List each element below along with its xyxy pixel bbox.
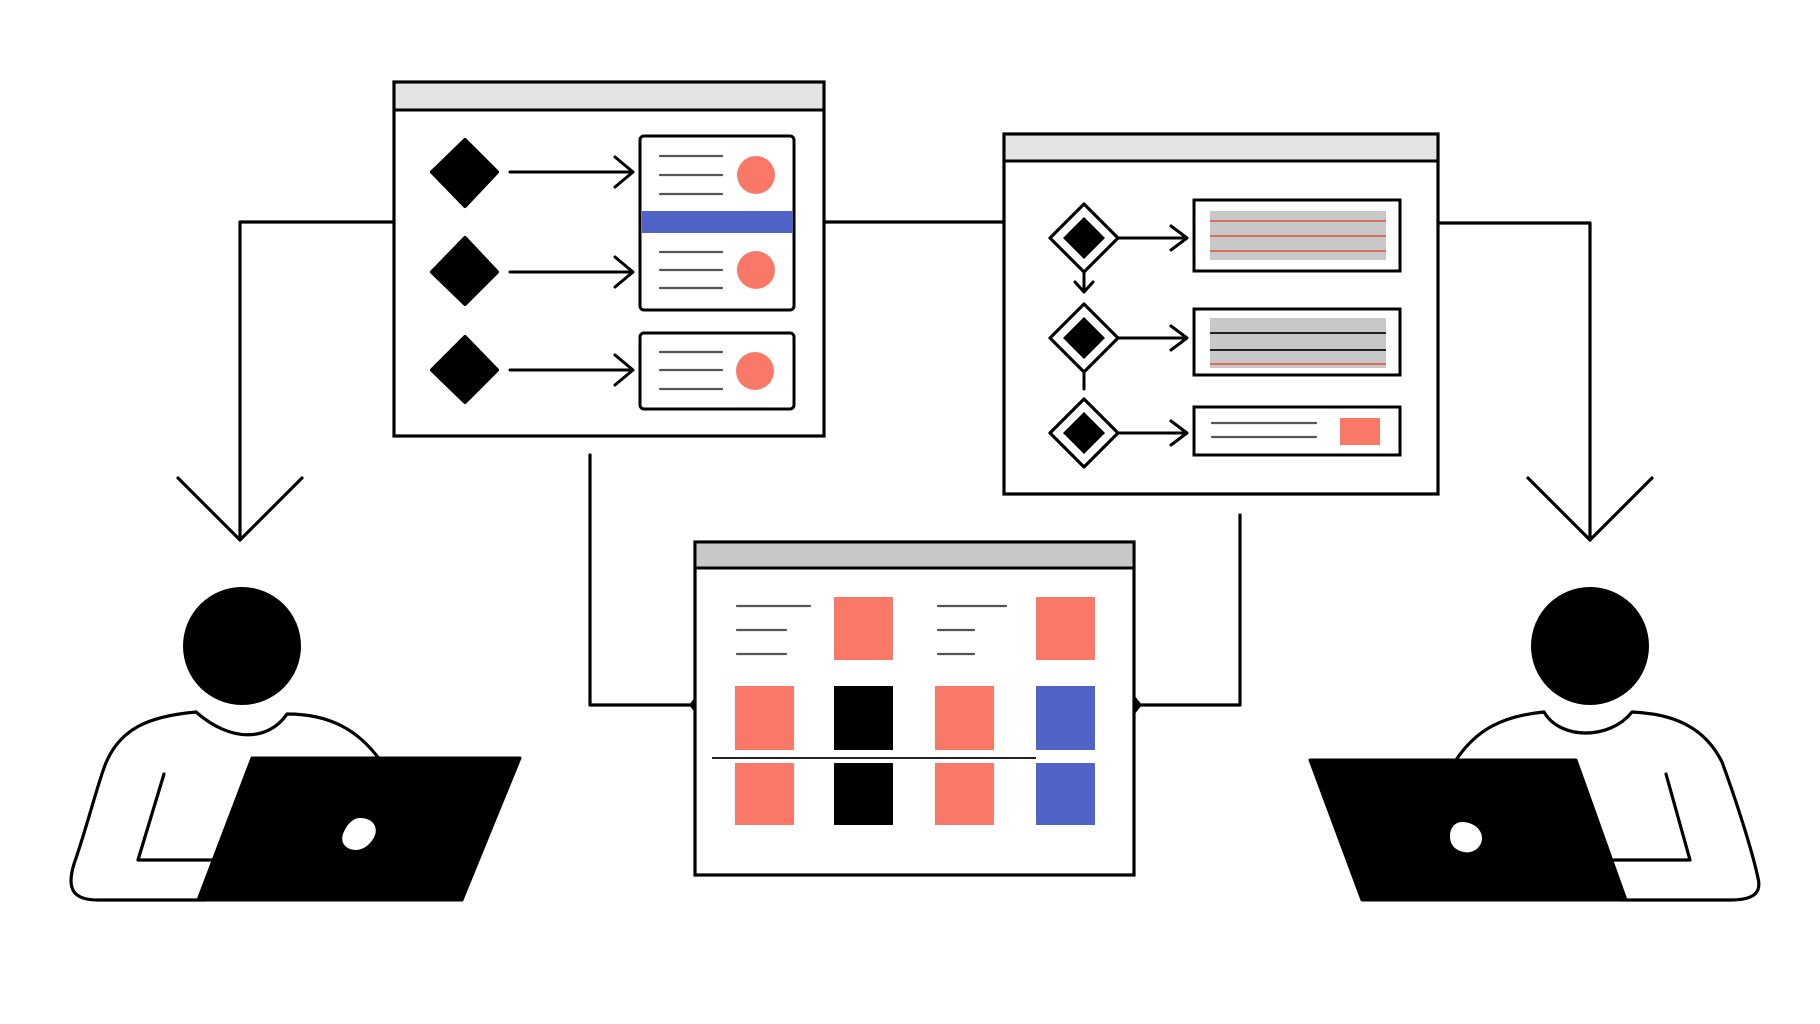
decision-diamonds <box>1048 202 1120 469</box>
decision-diamonds <box>430 138 499 404</box>
arrow-right-icon <box>1116 224 1189 252</box>
diamond-icon <box>430 335 499 404</box>
grid-tile <box>834 686 893 750</box>
grid-tile <box>735 763 794 825</box>
diamond-icon <box>430 236 499 306</box>
person-torso <box>69 710 382 902</box>
connector-right-to-center <box>1132 513 1242 707</box>
window-flowchart-right <box>1002 132 1440 496</box>
arrowhead-person-right <box>1526 476 1654 542</box>
person-right <box>1308 587 1761 902</box>
person-arm <box>1612 772 1692 862</box>
grid-tile <box>935 763 994 825</box>
circle-icon <box>737 156 775 194</box>
person-torso <box>1454 710 1761 902</box>
window-grid-center <box>693 540 1136 877</box>
arrow-right-icon <box>508 255 635 289</box>
person-head <box>1531 587 1649 705</box>
person-left <box>69 587 522 902</box>
arrow-right-icon <box>1116 324 1189 352</box>
status-square <box>1340 418 1380 445</box>
flow-arrows <box>1116 224 1189 447</box>
grid-tile <box>834 763 893 825</box>
diamond-icon <box>1063 217 1105 259</box>
record-content-block <box>1210 318 1386 368</box>
connectors <box>176 220 1654 707</box>
record-lines <box>1210 220 1386 252</box>
arrow-right-icon <box>1116 419 1189 447</box>
window-title-bar <box>1006 136 1436 161</box>
window-title-bar <box>697 544 1132 568</box>
arrow-right-icon <box>508 353 635 387</box>
connector-left-to-person-left <box>238 220 394 542</box>
grid-tile <box>834 597 893 660</box>
grid-tile <box>735 686 794 750</box>
person-head <box>183 587 301 705</box>
record-text-lines <box>658 154 724 290</box>
grid-text-lines <box>735 604 1008 656</box>
circle-icon <box>737 251 775 289</box>
grid-tile <box>1036 597 1095 660</box>
person-arm <box>136 772 217 862</box>
record-text-lines <box>658 350 724 391</box>
selection-highlight <box>642 211 793 233</box>
circle-icon <box>736 352 774 390</box>
grid-tile <box>935 686 994 750</box>
grid-tile <box>1036 686 1095 750</box>
laptop-logo-icon <box>342 818 376 850</box>
laptop-logo-icon <box>1450 822 1482 853</box>
diamond-icon <box>1063 412 1105 454</box>
connector-left-to-center <box>588 453 697 707</box>
connector-right-to-person-right <box>1436 221 1592 542</box>
arrow-down-icon <box>1073 270 1095 294</box>
arrowhead-person-left <box>176 476 304 542</box>
vertical-flow-arrows <box>1073 270 1095 391</box>
window-flowchart-left <box>392 80 826 438</box>
diamond-icon <box>430 138 499 208</box>
diamond-icon <box>1063 317 1105 359</box>
arrow-right-icon <box>508 155 635 189</box>
window-title-bar <box>396 84 822 110</box>
record-lines <box>1210 332 1386 365</box>
record-text-lines <box>1210 421 1318 439</box>
grid-tile <box>1036 763 1095 825</box>
flow-arrows <box>508 155 635 387</box>
